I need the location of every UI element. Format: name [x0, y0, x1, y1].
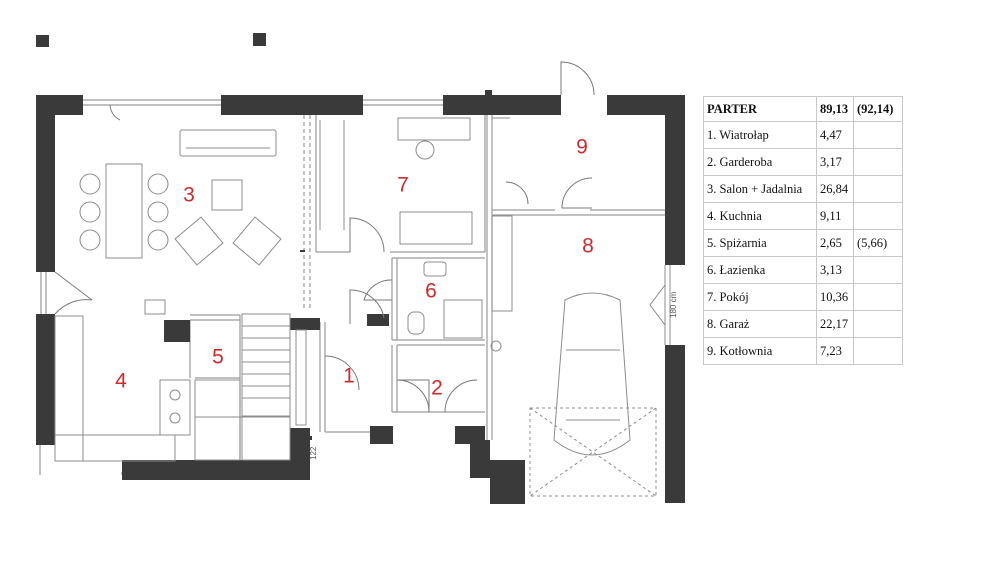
door-swings	[54, 61, 595, 413]
interior-walls	[39, 99, 665, 475]
room-number-9: 9	[576, 136, 588, 159]
room-number-2: 2	[431, 377, 443, 400]
garage-window-dimension: 180 cm	[669, 291, 678, 318]
table-header-area: 89,13	[816, 96, 854, 122]
room-name: 4. Kuchnia	[703, 202, 817, 230]
room-alt-area	[853, 175, 903, 203]
room-area: 4,47	[816, 121, 854, 149]
room-name: 1. Wiatrołap	[703, 121, 817, 149]
room-name: 7. Pokój	[703, 283, 817, 311]
room-name: 6. Łazienka	[703, 256, 817, 284]
room-alt-area	[853, 337, 903, 365]
room-alt-area	[853, 310, 903, 338]
room-area: 3,13	[816, 256, 854, 284]
table-row: 9. Kotłownia 7,23	[703, 337, 903, 365]
room-area: 7,23	[816, 337, 854, 365]
room-alt-area: (5,66)	[853, 229, 903, 257]
table-header-alt: (92,14)	[853, 96, 903, 122]
room-area: 26,84	[816, 175, 854, 203]
room-area: 9,11	[816, 202, 854, 230]
room-name: 8. Garaż	[703, 310, 817, 338]
room-alt-area	[853, 283, 903, 311]
corner-marker	[253, 33, 266, 46]
table-row: 2. Garderoba 3,17	[703, 148, 903, 176]
room-name: 2. Garderoba	[703, 148, 817, 176]
room-alt-area	[853, 148, 903, 176]
room-name: 3. Salon + Jadalnia	[703, 175, 817, 203]
table-row: 8. Garaż 22,17	[703, 310, 903, 338]
room-area-table: PARTER 89,13 (92,14) 1. Wiatrołap 4,47 2…	[703, 96, 903, 365]
room-alt-area	[853, 202, 903, 230]
corner-marker	[36, 35, 49, 47]
room-alt-area	[853, 121, 903, 149]
room-number-5: 5	[212, 346, 224, 369]
floor-plan: 180 cm 122 1 2 3 4 5 6 7 8 9	[36, 33, 685, 504]
room-number-4: 4	[115, 370, 127, 393]
table-row: 1. Wiatrołap 4,47	[703, 121, 903, 149]
room-name: 9. Kotłownia	[703, 337, 817, 365]
table-header-row: PARTER 89,13 (92,14)	[703, 96, 903, 122]
exterior-walls	[36, 90, 685, 504]
room-name: 5. Spiżarnia	[703, 229, 817, 257]
room-number-3: 3	[183, 184, 195, 207]
room-number-1: 1	[343, 365, 355, 388]
room-number-8: 8	[582, 235, 594, 258]
bottom-step-dimension: 122	[309, 446, 318, 460]
table-row: 6. Łazienka 3,13	[703, 256, 903, 284]
table-header-name: PARTER	[703, 96, 817, 122]
room-area: 3,17	[816, 148, 854, 176]
table-row: 7. Pokój 10,36	[703, 283, 903, 311]
furniture	[54, 117, 671, 497]
table-row: 5. Spiżarnia 2,65 (5,66)	[703, 229, 903, 257]
room-alt-area	[853, 256, 903, 284]
room-area: 10,36	[816, 283, 854, 311]
room-number-6: 6	[425, 280, 437, 303]
room-area: 2,65	[816, 229, 854, 257]
room-area: 22,17	[816, 310, 854, 338]
table-row: 3. Salon + Jadalnia 26,84	[703, 175, 903, 203]
table-row: 4. Kuchnia 9,11	[703, 202, 903, 230]
room-number-7: 7	[397, 174, 409, 197]
